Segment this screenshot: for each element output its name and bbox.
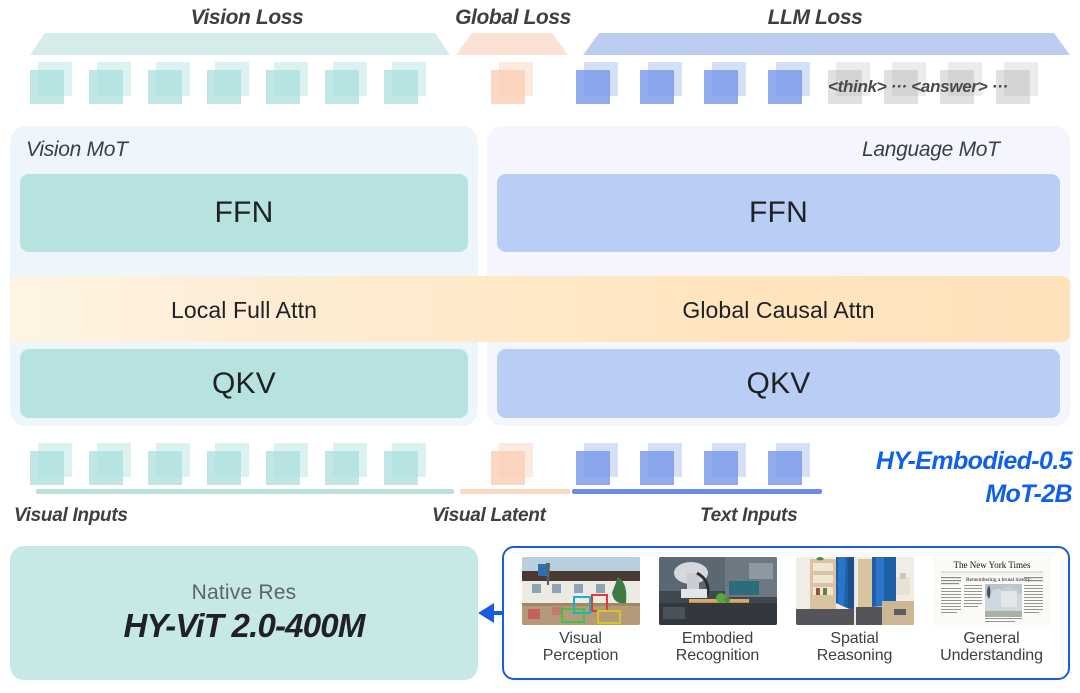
global-output-token — [491, 62, 533, 104]
language-ffn-block: FFN — [497, 174, 1060, 252]
visual-inputs-underline — [36, 489, 454, 494]
svg-text:Remembering a brutal history: Remembering a brutal history — [966, 577, 1031, 583]
global-causal-attn-label: Global Causal Attn — [682, 297, 875, 323]
vision-output-token — [325, 62, 367, 104]
patio-detection-thumbnail — [521, 557, 640, 625]
vision-encoder-box: Native Res HY-ViT 2.0-400M — [10, 546, 478, 680]
loss-title-vision: Vision Loss — [190, 6, 304, 29]
vit-subtitle: Native Res — [191, 581, 297, 604]
vision-qkv-block: QKV — [20, 349, 468, 418]
vision-loss-trapezoid — [30, 33, 450, 55]
task-caption-line2: Understanding — [940, 647, 1043, 665]
llm-output-token — [704, 62, 746, 104]
vit-title: HY-ViT 2.0-400M — [123, 607, 365, 644]
visual-input-token — [30, 443, 72, 485]
vision-output-token — [89, 62, 131, 104]
local-full-attn-label: Local Full Attn — [171, 297, 317, 323]
task-caption-line1: Embodied — [681, 630, 754, 647]
visual-input-token — [384, 443, 426, 485]
vision-output-token — [148, 62, 190, 104]
think-answer-token — [828, 62, 870, 104]
llm-loss-trapezoid — [583, 33, 1070, 55]
task-caption-line2: Perception — [542, 647, 619, 665]
indoor-room-thumbnail — [795, 557, 914, 625]
newspaper-thumbnail: The New York Times Remembering a brutal … — [932, 557, 1051, 625]
output-token-row: <think> ··· <answer> ··· — [0, 0, 1080, 120]
task-caption: Visual Perception — [543, 630, 619, 665]
svg-text:The New York Times: The New York Times — [953, 560, 1031, 570]
text-input-token — [768, 443, 810, 485]
global-loss-trapezoid — [456, 33, 568, 55]
task-caption: Embodied Recognition — [675, 630, 760, 665]
visual-latent-underline — [460, 489, 570, 494]
task-caption-line1: General — [963, 630, 1020, 647]
think-answer-token — [940, 62, 982, 104]
visual-latent-token — [491, 443, 533, 485]
visual-input-token — [89, 443, 131, 485]
vision-output-token — [30, 62, 72, 104]
vision-output-token — [266, 62, 308, 104]
vision-output-token — [384, 62, 426, 104]
vision-mot-label: Vision MoT — [26, 138, 128, 161]
model-name-line1: HY-Embodied-0.5 — [875, 447, 1073, 475]
text-inputs-label: Text Inputs — [700, 505, 798, 526]
task-item[interactable]: Embodied Recognition — [658, 557, 777, 665]
loss-title-global: Global Loss — [455, 6, 571, 29]
visual-inputs-label: Visual Inputs — [14, 505, 128, 526]
visual-input-token — [207, 443, 249, 485]
task-item[interactable]: Visual Perception — [521, 557, 640, 665]
task-caption-line2: Recognition — [675, 647, 760, 665]
think-answer-label: <think> ··· <answer> ··· — [828, 77, 1008, 96]
robot-arm-thumbnail — [658, 557, 777, 625]
llm-output-token — [640, 62, 682, 104]
attention-band — [10, 276, 1070, 342]
model-name-line2: MoT-2B — [985, 480, 1072, 508]
think-answer-token — [996, 62, 1038, 104]
vision-ffn-block: FFN — [20, 174, 468, 252]
task-caption-line2: Reasoning — [816, 647, 893, 665]
llm-output-token — [576, 62, 618, 104]
visual-input-token — [325, 443, 367, 485]
text-input-token — [576, 443, 618, 485]
text-input-token — [704, 443, 746, 485]
vision-output-token — [207, 62, 249, 104]
visual-latent-label: Visual Latent — [432, 505, 546, 526]
text-input-token — [640, 443, 682, 485]
loss-title-llm: LLM Loss — [767, 6, 863, 29]
input-token-row — [0, 430, 1080, 500]
llm-output-token — [768, 62, 810, 104]
visual-input-token — [266, 443, 308, 485]
task-caption: Spatial Reasoning — [817, 630, 893, 665]
language-mot-label: Language MoT — [862, 138, 1000, 161]
visual-input-token — [148, 443, 190, 485]
text-inputs-underline — [572, 489, 822, 494]
task-item[interactable]: Spatial Reasoning — [795, 557, 914, 665]
task-caption-line1: Spatial — [830, 630, 879, 647]
task-item[interactable]: The New York Times Remembering a brutal … — [932, 557, 1051, 665]
task-caption-line1: Visual — [559, 630, 602, 647]
think-answer-token — [884, 62, 926, 104]
language-qkv-block: QKV — [497, 349, 1060, 418]
task-gallery: Visual Perception — [502, 546, 1070, 680]
task-caption: General Understanding — [940, 630, 1043, 665]
